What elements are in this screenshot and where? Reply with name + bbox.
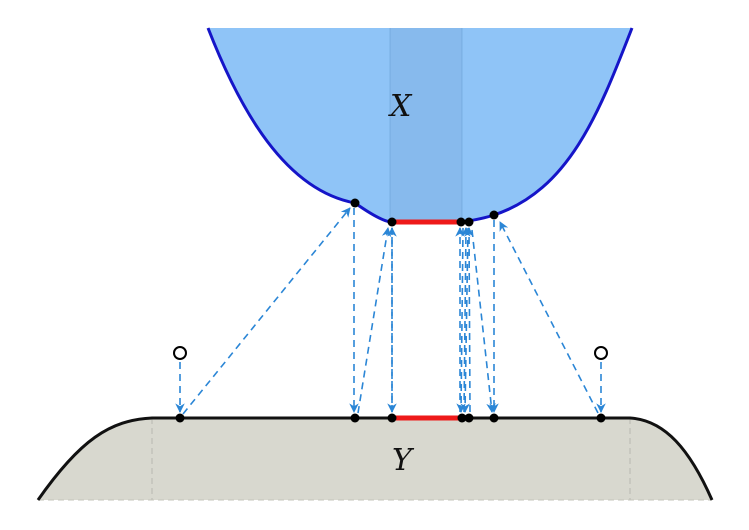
y-point-6 [489, 413, 499, 423]
arrow-bundle-2 [456, 227, 466, 413]
x-point-5 [489, 210, 499, 220]
x-set-label: X [388, 89, 413, 124]
x-point-4 [464, 217, 474, 227]
y-point-2 [350, 413, 360, 423]
y-points [175, 413, 606, 423]
y-boundary-curve [36, 416, 714, 501]
y-point-1 [175, 413, 185, 423]
x-point-2 [387, 217, 397, 227]
arrow-y601-to-x497 [499, 221, 599, 414]
x-region-band [390, 28, 462, 222]
open-point-right [594, 346, 608, 360]
arrow-bundle-3 [461, 227, 471, 413]
y-point-4 [457, 413, 467, 423]
arrow-x470-to-y494 [471, 229, 496, 413]
x-points [350, 198, 499, 227]
y-region [38, 418, 712, 500]
y-point-7 [596, 413, 606, 423]
arrow-y180-to-x355 [182, 207, 351, 415]
arrow-y356-to-x392 [357, 227, 392, 414]
y-point-3 [387, 413, 397, 423]
y-set-label: Y [392, 443, 415, 478]
x-region [208, 28, 632, 222]
arrow-bundle-4 [460, 227, 470, 413]
y-point-5 [464, 413, 474, 423]
x-point-1 [350, 198, 360, 208]
open-point-left [173, 346, 187, 360]
x-point-3 [456, 217, 466, 227]
arrow-bundle-5 [464, 227, 474, 413]
arrow-group [175, 207, 606, 415]
